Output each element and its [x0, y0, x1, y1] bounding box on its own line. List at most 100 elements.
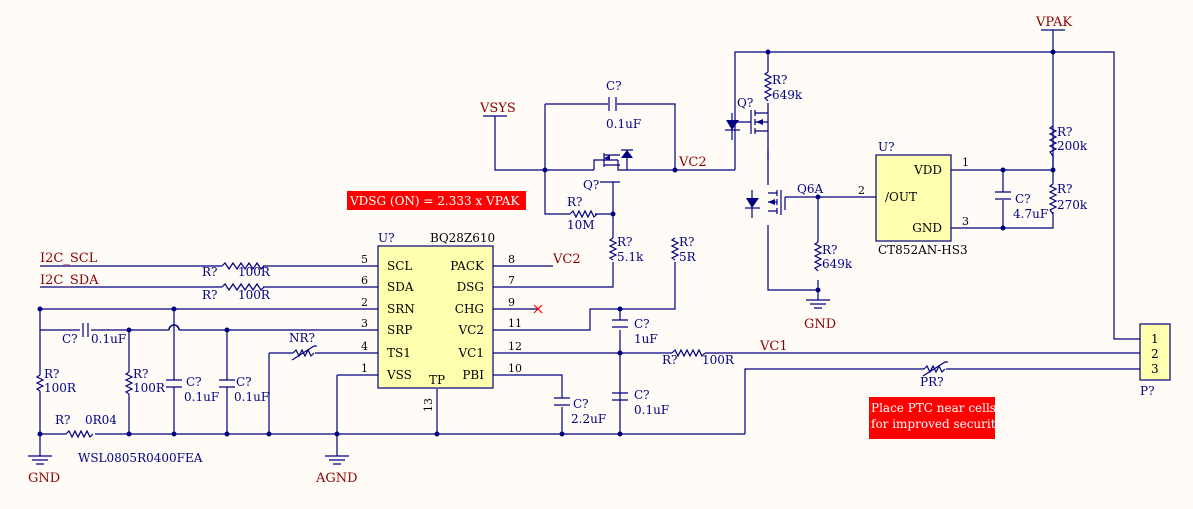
pin-num-10: 10 [508, 362, 522, 375]
c-vc1-value: 0.1uF [634, 403, 669, 417]
ptc-ref: PR? [920, 375, 944, 389]
r-left1-ref: R? [44, 367, 59, 381]
net-vc2-pack: VC2 [552, 252, 581, 267]
c-1uf-value: 1uF [634, 332, 658, 346]
connector-p[interactable]: 1 2 3 P? [1139, 323, 1171, 398]
r-vc1-value: 100R [702, 353, 735, 367]
c-left2-value: 0.1uF [234, 390, 269, 404]
c-left1-ref: C? [186, 375, 202, 389]
r-sda-ref: R? [202, 288, 217, 302]
c-top-ref: C? [606, 79, 622, 93]
thermistor-ptc[interactable]: PR? [920, 361, 948, 389]
ct-pin-num-2: 2 [858, 184, 865, 197]
resistor-r-left2[interactable]: R? 100R [124, 367, 166, 395]
resistor-r-5k1[interactable]: R? 5.1k [608, 235, 644, 264]
net-i2c-sda: I2C_SDA [40, 273, 99, 288]
c-left2-ref: C? [236, 375, 252, 389]
r-left2-ref: R? [133, 367, 148, 381]
annotation-ptc-line1: Place PTC near cells [871, 401, 996, 415]
resistor-r-scl[interactable]: R? 100R [202, 261, 271, 279]
resistor-r-sense[interactable]: R? 0R04 WSL0805R0400FEA [55, 413, 203, 465]
conn-ref: P? [1140, 384, 1155, 398]
r-scl-ref: R? [202, 265, 217, 279]
r-sense-value: 0R04 [85, 413, 117, 427]
capacitor-c-pbi[interactable]: C? 2.2uF [554, 397, 606, 426]
pin-num-4: 4 [361, 340, 368, 353]
ct-part: CT852AN-HS3 [878, 243, 968, 257]
wires [39, 30, 1140, 456]
r-270k-value: 270k [1057, 198, 1088, 212]
mosfet-q6a[interactable] [745, 190, 786, 218]
pin-name-vc1: VC1 [458, 346, 484, 360]
mosfet-q-main[interactable]: Q? [725, 96, 768, 140]
r-10m-value: 10M [567, 218, 595, 232]
resistor-r-5r[interactable]: R? 5R [670, 235, 697, 264]
resistor-r-vc1[interactable]: R? 100R [662, 348, 735, 367]
capacitor-c-47[interactable]: C? 4.7uF [995, 191, 1048, 221]
c-pbi-ref: C? [573, 397, 589, 411]
resistor-r-649a[interactable]: R? 649k [763, 71, 803, 102]
r-5k1-value: 5.1k [617, 250, 644, 264]
capacitor-c-vc1[interactable]: C? 0.1uF [612, 388, 669, 417]
ct-pin-out: /OUT [885, 190, 917, 204]
resistor-r-200k[interactable]: R? 200k [1048, 125, 1088, 157]
conn-pin-2: 2 [1151, 347, 1159, 361]
c-srp-value: 0.1uF [91, 332, 126, 346]
capacitor-c-left2[interactable]: C? 0.1uF [219, 375, 269, 404]
capacitor-c-top[interactable]: C? 0.1uF [606, 79, 641, 131]
pin-num-11: 11 [508, 317, 522, 330]
r-left1-value: 100R [44, 381, 77, 395]
ct-ref: U? [878, 140, 895, 154]
c-left1-value: 0.1uF [184, 390, 219, 404]
r-10m-ref: R? [567, 195, 582, 209]
ic-part: BQ28Z610 [430, 231, 495, 245]
junctions [37, 49, 1056, 437]
power-port-vsys: VSYS [479, 101, 516, 117]
capacitor-c-left1[interactable]: C? 0.1uF [166, 375, 219, 404]
r-200k-ref: R? [1057, 125, 1072, 139]
c-pbi-value: 2.2uF [571, 412, 606, 426]
thermistor-ntc[interactable]: NR? [289, 331, 317, 361]
ic-bq28z610[interactable]: U? BQ28Z610 SCL SDA SRN SRP TS1 VSS 5 6 … [340, 231, 522, 412]
pin-num-6: 6 [361, 274, 368, 287]
r-200k-value: 200k [1057, 139, 1088, 153]
agnd-label: AGND [315, 471, 358, 486]
ct-pin-num-1: 1 [962, 156, 969, 169]
annotation-vdsg-text: VDSG (ON) = 2.333 x VPAK [349, 194, 520, 208]
pin-name-srp: SRP [387, 323, 412, 337]
pin-name-vc2: VC2 [458, 323, 484, 337]
r-270k-ref: R? [1057, 182, 1072, 196]
pin-name-dsg: DSG [457, 280, 484, 294]
r-sense-part: WSL0805R0400FEA [78, 451, 203, 465]
annotation-vdsg: VDSG (ON) = 2.333 x VPAK [347, 191, 526, 210]
ic-ct852[interactable]: U? CT852AN-HS3 VDD /OUT GND 1 2 3 [858, 140, 969, 257]
vpak-label: VPAK [1035, 15, 1072, 30]
pin-name-ts1: TS1 [387, 346, 411, 360]
resistor-r-sda[interactable]: R? 100R [202, 282, 271, 302]
pin-name-tp: TP [429, 373, 445, 387]
pin-num-9: 9 [508, 296, 515, 309]
ic-ref: U? [378, 231, 395, 245]
pin-name-pbi: PBI [462, 368, 484, 382]
net-vc2: VC2 [678, 155, 707, 170]
resistor-r-10m[interactable]: R? 10M [567, 195, 598, 232]
c-1uf-ref: C? [634, 317, 650, 331]
pin-name-chg: CHG [455, 302, 484, 316]
annotation-ptc: Place PTC near cells for improved securi… [869, 397, 1003, 439]
c-vc1-ref: C? [634, 388, 650, 402]
capacitor-c-srp[interactable]: C? 0.1uF [62, 323, 126, 346]
pin-num-2: 2 [361, 296, 368, 309]
pin-num-13: 13 [422, 398, 435, 412]
mosfet-q-top[interactable]: Q? [583, 149, 636, 192]
ground-left: GND [28, 455, 60, 486]
r-sense-ref: R? [55, 413, 70, 427]
resistor-r-270k[interactable]: R? 270k [1048, 182, 1088, 215]
resistor-r-left1[interactable]: R? 100R [35, 367, 77, 395]
capacitor-c-1uf[interactable]: C? 1uF [612, 317, 658, 346]
power-port-vpak: VPAK [1035, 15, 1072, 31]
conn-pin-1: 1 [1151, 332, 1159, 346]
resistor-r-649b[interactable]: R? 649k [813, 241, 853, 272]
no-connect-chg [533, 304, 543, 314]
ground-agnd: AGND [315, 455, 358, 486]
